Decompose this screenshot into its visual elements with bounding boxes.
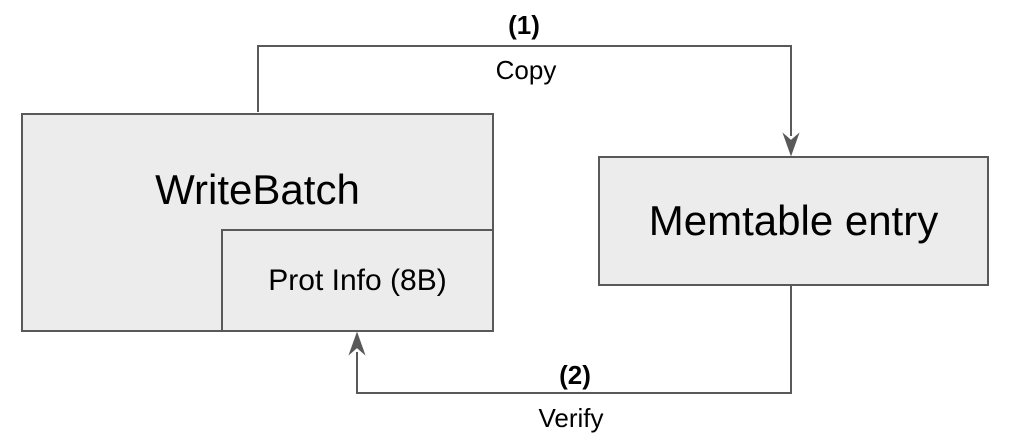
verify-edge-number: (2) (559, 360, 591, 390)
memtable-label: Memtable entry (648, 197, 939, 244)
copy-edge-label: Copy (495, 55, 557, 85)
copy-edge-number: (1) (508, 10, 540, 40)
writebatch-label: WriteBatch (155, 166, 360, 213)
verify-edge-label: Verify (538, 403, 604, 433)
memtable-node: Memtable entry (598, 156, 989, 286)
prot-info-node: Prot Info (8B) (221, 229, 494, 332)
prot-info-label: Prot Info (8B) (268, 263, 447, 297)
verify-arrowhead (348, 331, 366, 356)
copy-arrowhead (782, 132, 800, 157)
